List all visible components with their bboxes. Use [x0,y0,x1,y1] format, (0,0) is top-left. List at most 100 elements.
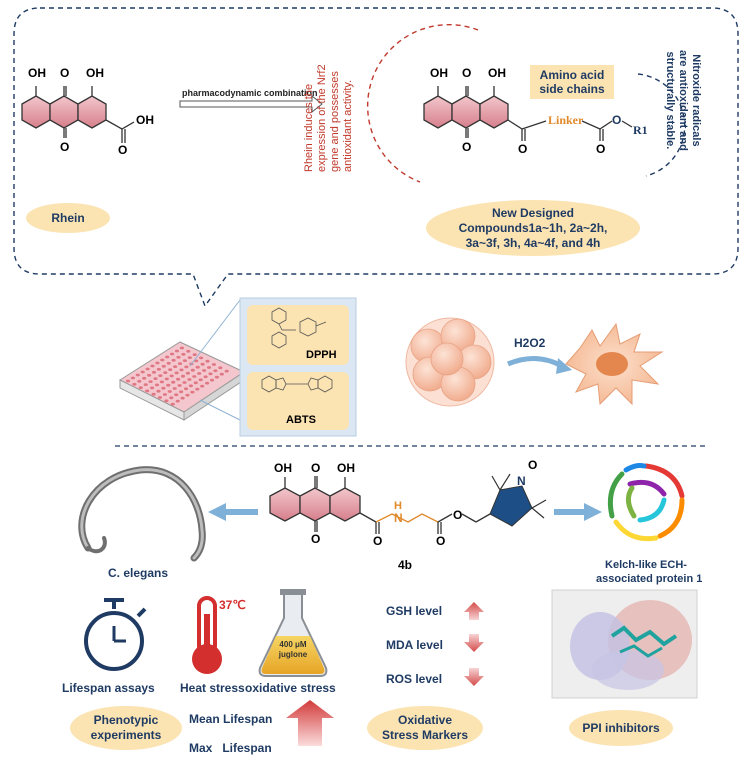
plate-well [188,384,193,388]
nitroxide-methyls [491,473,547,519]
mean-lifespan-label: Mean Lifespan [189,712,273,726]
arrow-to-worm [208,503,258,521]
plate-well [186,349,191,353]
plate-well [159,380,164,384]
plate-well [182,359,187,362]
rhein-o-top: O [60,66,70,80]
nitroxide-note: Nitroxide radicals are antioxidant and s… [663,50,702,151]
plate-well [156,389,161,393]
plate-well [145,389,150,393]
4b-ester-o2: O [436,534,446,548]
plate-well [190,368,195,372]
plate-well [202,369,207,372]
4b-oh-left: OH [274,461,292,475]
navy-dashed-arc [637,73,686,177]
plate-well [195,365,200,369]
plate-well [135,373,140,377]
plate-well [142,376,147,380]
red-dashed-arc [367,23,479,183]
plate-well [170,352,175,356]
c-elegans-image [78,466,206,562]
plate-well [199,356,204,360]
plate-well [165,355,170,359]
plate-well [218,366,223,370]
rhein-note-line3: gene and possesses [329,71,341,172]
nitroxide-line3: structurally stable. [664,51,676,150]
oxidative-stress-label: oxidative stress [245,681,336,695]
new-oh-left: OH [430,66,448,80]
4b-n-label: N [517,474,526,488]
new-compounds-label: New Designed Compounds1a~1h, 2a~2h, 3a~3… [430,202,636,254]
oxidative-markers-line1: Oxidative [397,713,453,727]
new-compounds-line3: 3a~3f, 3h, 4a~4f, and 4h [465,235,601,250]
abts-structure [261,375,333,393]
plate-well [145,367,150,371]
linker-label: Linker [548,113,584,127]
phenotypic-label: Phenotypic experiments [72,708,180,748]
plate-well [180,374,186,378]
new-compounds-line1: New Designed [491,205,575,220]
h2o2-arrow [507,356,564,369]
abts-label: ABTS [286,414,316,426]
plate-well [155,361,160,365]
plate-well [137,379,142,383]
cell-cluster [405,317,495,407]
h2o2-label: H2O2 [514,336,546,350]
plate-well [200,362,205,366]
plate-well [205,359,210,363]
new-compounds-pill [426,200,640,256]
plate-well [140,370,145,374]
plate-well [185,393,190,397]
nitroxide-ring [489,485,533,527]
new-compounds-line2: Compounds1a~1h, 2a~2h, [458,220,608,235]
4b-nh-n: N [394,511,403,525]
plate-well [177,384,182,387]
plate-well [166,383,171,387]
lifespan-up-arrow [286,700,334,746]
plate-well [175,399,180,403]
amino-acid-label: Amino acid side chains [534,68,610,96]
arrow-to-protein [554,503,602,521]
thermometer-icon [192,596,222,674]
gsh-label: GSH level [386,604,443,618]
plate-well [184,365,189,369]
dpph-label: DPPH [306,349,337,361]
plate-well [170,402,175,406]
oxidative-markers-label: Oxidative Stress Markers [368,708,482,748]
phenotypic-line1: Phenotypic [93,713,159,727]
plate-well [209,378,215,382]
combination-arrow [179,94,323,114]
microplate [118,341,246,421]
plate-well [192,375,197,378]
new-carbonyl-o: O [518,142,528,156]
plate-well [182,381,187,384]
keap1-line2: associated protein 1 [596,573,703,585]
plate-well [192,353,197,356]
rhein-label: Rhein [51,210,85,225]
plate-well [180,396,185,400]
rhein-oh-right: OH [86,66,104,80]
plate-well [198,378,203,382]
oxidative-markers-pill [367,706,483,750]
designed-compound-structure [423,86,633,141]
plate-well [177,362,183,365]
plate-well [206,366,212,369]
compound-4b-structure [269,476,380,534]
stopwatch-icon [84,598,147,671]
h2o2-arrowhead [556,358,572,374]
plate-well [130,376,135,380]
rhein-cooh-o: O [118,143,128,157]
amino-line1: Amino acid [539,68,605,82]
ppi-pill [569,710,673,746]
zoom-line-top [189,299,241,367]
flask-text: 400 μM juglone [271,640,315,660]
plate-well [151,370,157,374]
plate-well [171,358,176,362]
keap1-label: Kelch-like ECH- associated protein 1 [596,558,703,586]
plate-well [181,352,186,356]
docking-surface [570,600,692,690]
plate-well [173,365,178,368]
new-o-bottom: O [462,140,472,154]
c-elegans-label: C. elegans [108,566,169,580]
